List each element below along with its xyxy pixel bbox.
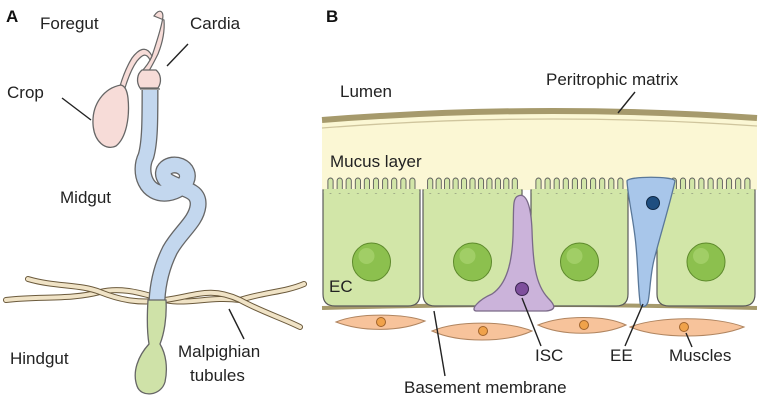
leader-cardia (166, 43, 189, 67)
panel-a-letter: A (6, 7, 18, 26)
leader-basement-membrane (433, 310, 446, 377)
leader-malpighian (228, 308, 245, 340)
leader-crop (61, 97, 92, 121)
label-crop: Crop (7, 83, 44, 102)
panel-b-letter: B (326, 7, 338, 26)
panel-a: A Foregut Cardia Crop Midgut Hindgut (3, 7, 307, 395)
leader-isc (521, 297, 542, 347)
crop (92, 84, 130, 148)
muscles-layer (334, 314, 746, 341)
label-malpighian-line1: Malpighian (178, 342, 260, 361)
label-peritrophic-matrix: Peritrophic matrix (546, 70, 679, 89)
nucleus-highlight (459, 248, 476, 264)
midgut (134, 88, 207, 301)
leader-muscles (685, 332, 693, 348)
label-basement-membrane: Basement membrane (404, 378, 567, 397)
label-midgut: Midgut (60, 188, 111, 207)
hindgut (134, 299, 167, 395)
ee-cell (626, 176, 676, 308)
label-ee: EE (610, 346, 633, 365)
brush-border-seam (323, 189, 420, 193)
nucleus-highlight (693, 248, 709, 264)
nucleus-highlight (358, 248, 375, 264)
brush-border-seam (657, 189, 755, 193)
cardia (136, 69, 162, 89)
label-mucus-layer: Mucus layer (330, 152, 422, 171)
isc-cell (473, 194, 555, 312)
label-foregut: Foregut (40, 14, 99, 33)
label-ec: EC (329, 277, 353, 296)
brush-border-seam (423, 189, 522, 193)
label-malpighian-line2: tubules (190, 366, 245, 385)
peritrophic-matrix (321, 107, 758, 123)
nucleus-highlight (566, 248, 583, 264)
label-cardia: Cardia (190, 14, 241, 33)
brush-border-seam (531, 189, 628, 193)
label-isc: ISC (535, 346, 563, 365)
label-lumen: Lumen (340, 82, 392, 101)
foregut (139, 10, 165, 75)
leader-ee (624, 303, 644, 347)
label-muscles: Muscles (669, 346, 731, 365)
mucus-layer (322, 110, 757, 190)
enterocytes (322, 177, 756, 307)
label-hindgut: Hindgut (10, 349, 69, 368)
leader-peritrophic (617, 91, 636, 114)
panel-b: B Lumen (321, 7, 758, 397)
